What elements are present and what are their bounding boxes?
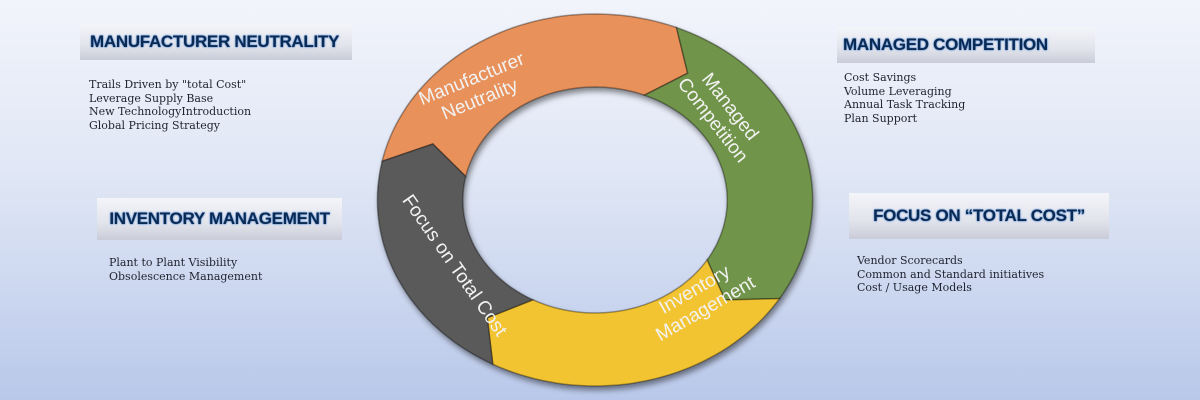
- panel-list-managed-competition: Cost Savings Volume Leveraging Annual Ta…: [844, 71, 965, 125]
- list-item: Leverage Supply Base: [89, 91, 214, 105]
- panel-title-inventory-management: INVENTORY MANAGEMENT: [97, 198, 342, 240]
- panel-list-manufacturer-neutrality: Trails Driven by "total Cost" Leverage S…: [89, 78, 251, 132]
- list-item: Global Pricing Strategy: [89, 118, 220, 132]
- list-item: Cost / Usage Models: [857, 281, 972, 294]
- list-item: Trails Driven by "total Cost": [89, 78, 247, 91]
- list-item: Plant to Plant Visibility: [109, 256, 238, 269]
- panel-title-manufacturer-neutrality: MANUFACTURER NEUTRALITY: [80, 24, 352, 60]
- panel-title-focus-on-total-cost: FOCUS ON “TOTAL COST”: [849, 193, 1109, 239]
- list-item: Volume Leveraging: [844, 84, 952, 98]
- panel-list-focus-on-total-cost: Vendor Scorecards Common and Standard in…: [857, 254, 1044, 295]
- list-item: Plan Support: [844, 111, 918, 125]
- list-item: Cost Savings: [844, 71, 917, 84]
- list-item: Annual Task Tracking: [844, 98, 966, 111]
- list-item: Obsolescence Management: [109, 269, 263, 283]
- panel-title-managed-competition: MANAGED COMPETITION: [837, 27, 1095, 63]
- list-item: Vendor Scorecards: [857, 254, 963, 267]
- list-item: Common and Standard initiatives: [857, 267, 1045, 281]
- panel-list-inventory-management: Plant to Plant Visibility Obsolescence M…: [109, 256, 262, 283]
- list-item: New TechnologyIntroduction: [89, 105, 252, 118]
- segment-focus-on-total-cost: [376, 143, 535, 366]
